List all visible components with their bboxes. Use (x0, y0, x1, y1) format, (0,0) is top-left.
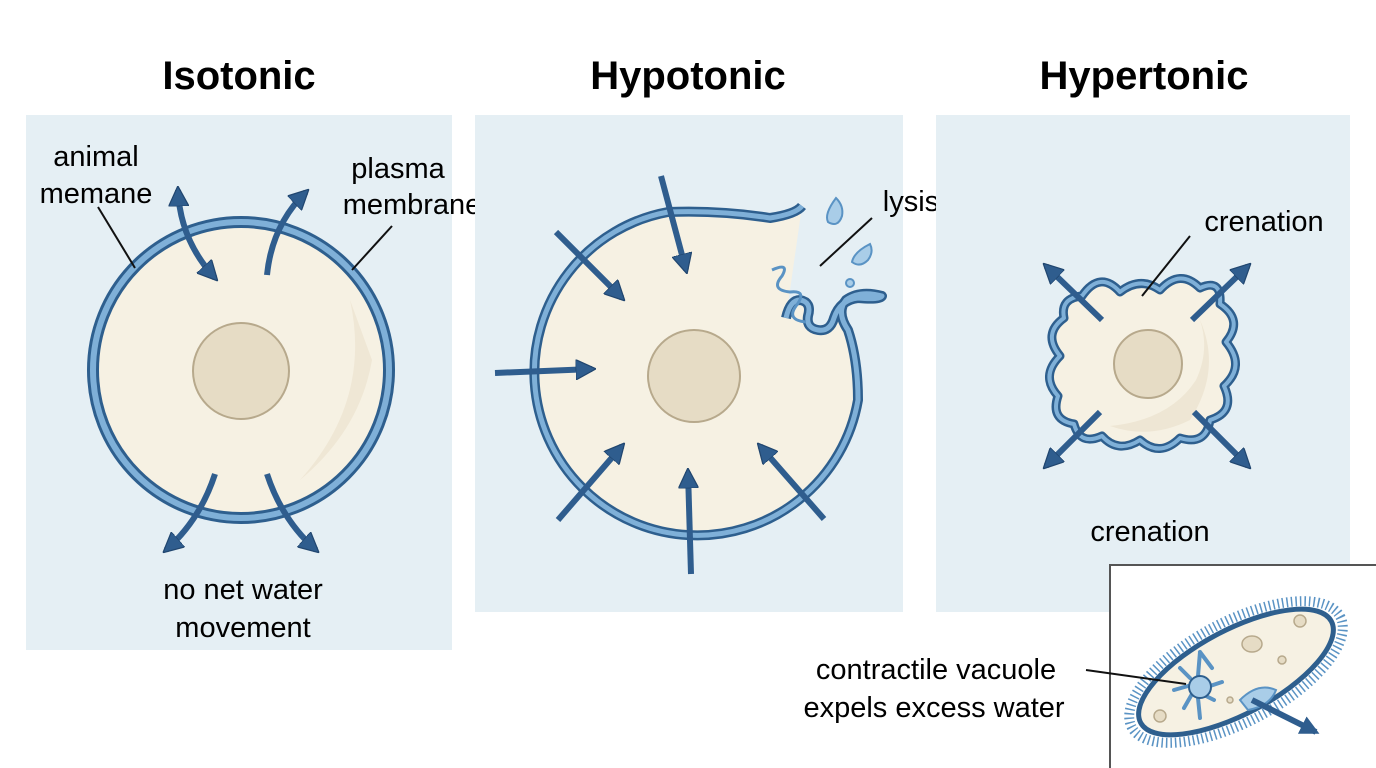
hypertonic-crenation-caption: crenation (1090, 516, 1209, 548)
isotonic-panel: Isotonic animal memane plasma membrane n… (26, 54, 481, 650)
isotonic-arrow-bottom-left (166, 473, 218, 550)
paramecium-organelle-2 (1293, 614, 1307, 628)
isotonic-caption-line1: no net water (163, 574, 323, 606)
hypotonic-arrow-left (494, 369, 592, 373)
hypertonic-arrow-upper-left (1046, 266, 1105, 323)
paramecium-organelle-5 (1226, 696, 1234, 704)
paramecium-inset: contractile vacuole expels excess water (803, 564, 1376, 768)
isotonic-arrow-bottom-right (264, 473, 316, 550)
hypotonic-panel: Hypotonic lysis (475, 54, 939, 612)
hypotonic-lysis-label: lysis (883, 186, 939, 218)
hypertonic-crenation-label-top: crenation (1204, 206, 1323, 238)
isotonic-plasma-leader (351, 225, 393, 271)
paramecium-cilia (1124, 596, 1348, 748)
paramecium-oral-groove (1238, 686, 1278, 712)
isotonic-arrow-top-right (264, 192, 306, 276)
inset-caption-line2: expels excess water (803, 692, 1064, 724)
hypotonic-rupture-edge (771, 265, 807, 324)
hypertonic-nucleus (1113, 329, 1183, 399)
isotonic-animal-label-line1: animal (53, 141, 138, 173)
isotonic-title: Isotonic (162, 54, 315, 98)
paramecium-organelle-1 (1241, 635, 1263, 653)
isotonic-arrow-top-left (178, 190, 215, 278)
isotonic-animal-label-line2: memane (40, 178, 153, 210)
hypotonic-arrow-upper-left (553, 229, 622, 298)
hypotonic-droplet-2 (850, 242, 873, 266)
contractile-vacuole-icon (1172, 650, 1224, 720)
hypertonic-arrow-upper-right (1189, 266, 1248, 323)
isotonic-caption-line2: movement (175, 612, 310, 644)
hypertonic-arrow-lower-right (1191, 409, 1248, 466)
hypertonic-title: Hypertonic (1040, 54, 1249, 98)
paramecium-organelle-4 (1153, 709, 1167, 723)
isotonic-animal-leader (97, 206, 136, 269)
hypotonic-droplet-3 (845, 278, 855, 288)
hypertonic-panel: Hypertonic crenation crenation (936, 54, 1350, 612)
hypotonic-lysis-leader (819, 217, 873, 267)
isotonic-plasma-label-line2: membrane (343, 189, 482, 221)
isotonic-plasma-label-line1: plasma (351, 153, 445, 185)
hypotonic-arrow-bottom (688, 472, 691, 575)
paramecium-organelle-3 (1277, 655, 1287, 665)
hypotonic-arrow-top (658, 175, 686, 270)
inset-leader (1085, 669, 1187, 685)
inset-caption-line1: contractile vacuole (816, 654, 1056, 686)
hypotonic-arrow-lower-left (555, 446, 622, 522)
hypertonic-arrow-lower-left (1046, 409, 1103, 466)
hypotonic-droplet-1 (826, 196, 844, 225)
isotonic-nucleus (192, 322, 290, 420)
hypertonic-crenation-leader (1141, 235, 1191, 297)
paramecium-expel-arrow (1250, 697, 1320, 735)
hypotonic-title: Hypotonic (590, 54, 786, 98)
hypotonic-nucleus (647, 329, 741, 423)
hypotonic-arrow-lower-right (760, 446, 827, 521)
